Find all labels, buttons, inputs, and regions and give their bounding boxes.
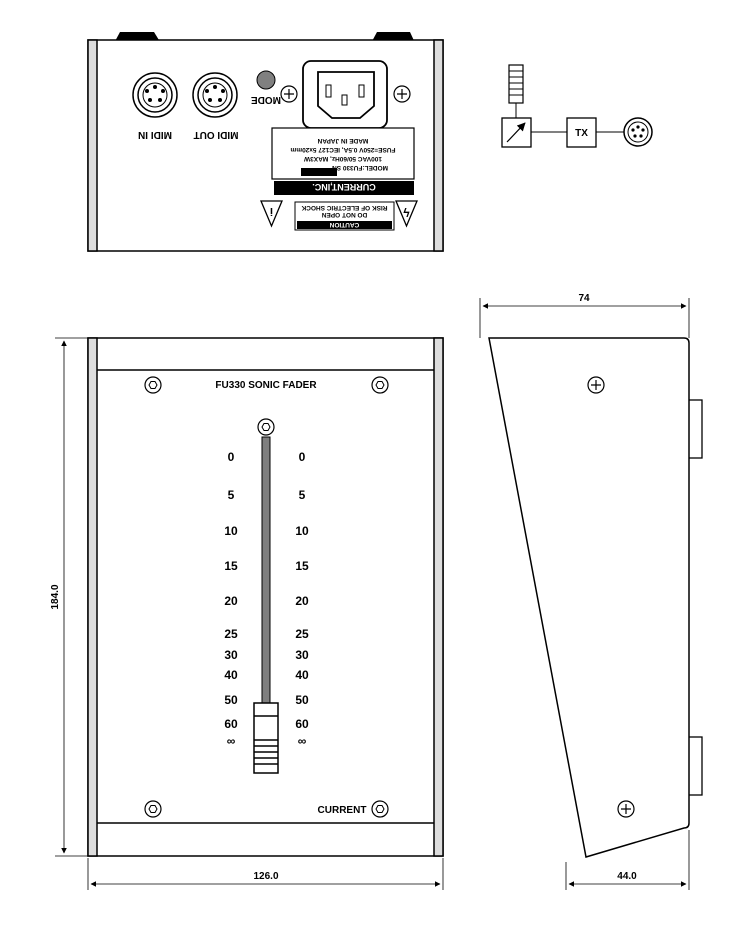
front-panel-title: FU330 SONIC FADER (215, 380, 317, 391)
brand-plate-text: CURRENT,INC. (312, 182, 376, 192)
midi-in-label: MIDI IN (138, 129, 172, 140)
rear-rail-left (87, 39, 98, 252)
fader-scale-mark: 15 (224, 559, 238, 573)
info-symbol: i (270, 205, 273, 217)
fader-scale-mark: ∞ (227, 734, 236, 748)
midi-out-label: MIDI OUT (194, 129, 239, 140)
caution-line2: DO NOT OPEN (321, 211, 367, 218)
fader-scale-mark: ∞ (298, 734, 307, 748)
tx-label: TX (575, 128, 588, 139)
fader-scale-mark: 60 (224, 717, 238, 731)
front-panel-view: FU330 SONIC FADER CURRENT 0 5 10 15 20 25 30 40… (87, 337, 444, 857)
width-dimension: 126.0 (253, 871, 278, 882)
screw-bottom-left-icon (144, 800, 162, 818)
fader-scale-mark: 5 (228, 488, 235, 502)
fader-scale-mark: 10 (295, 524, 309, 538)
fader-knob[interactable] (253, 702, 279, 774)
fader-scale-mark: 50 (295, 693, 309, 707)
block-diagram: TX (501, 64, 653, 148)
depth-bottom-dimension: 44.0 (617, 871, 637, 882)
serial-number-block (301, 168, 337, 176)
shock-symbol: ϟ (403, 205, 410, 219)
rating-plate: MADE IN JAPAN FUSE=250V 0.5A, IEC127 5x2… (271, 127, 415, 180)
fader-scale-right: 0 5 10 15 20 25 30 40 50 60 ∞ (295, 450, 309, 748)
fader-scale-mark: 40 (224, 668, 238, 682)
fader-scale-mark: 40 (295, 668, 309, 682)
variable-arrow-icon (506, 122, 526, 143)
rear-panel-view: MIDI IN MIDI OUT MODE (87, 32, 444, 252)
fader-scale-mark: 20 (295, 594, 309, 608)
fader-scale-mark: 10 (224, 524, 238, 538)
side-view (488, 337, 703, 858)
fader-scale-mark: 0 (299, 450, 306, 464)
caution-label: i RISK OF ELECTRIC SHOCK DO NOT OPEN CAU… (260, 200, 418, 231)
side-foot-bottom (687, 736, 703, 796)
screw-top-left-icon (144, 376, 162, 394)
height-dimension: 184.0 (50, 584, 61, 609)
midi-out-port (192, 72, 238, 118)
fader-scale-mark: 0 (228, 450, 235, 464)
caution-title: CAUTION (329, 221, 359, 228)
fader-scale-mark: 30 (295, 648, 309, 662)
dimension-lines: 184.0 126.0 74 44.0 (50, 293, 690, 890)
tx-box (566, 117, 597, 148)
fader-scale-mark: 5 (299, 488, 306, 502)
fader-scale-mark: 15 (295, 559, 309, 573)
brand-plate (274, 181, 414, 195)
front-rail-left (87, 337, 98, 857)
mode-button[interactable] (256, 70, 276, 90)
fader-scale-mark: 30 (224, 648, 238, 662)
fader-symbol-icon (508, 64, 524, 104)
fader-track-top-icon (257, 418, 275, 436)
fader-scale-mark: 25 (295, 627, 309, 641)
front-brand-label: CURRENT (318, 805, 367, 816)
side-screw-bottom-icon (617, 800, 635, 818)
fuse-text: FUSE=250V 0.5A, IEC127 5x20mm (290, 146, 395, 153)
midi-in-port (132, 72, 178, 118)
caution-line1: RISK OF ELECTRIC SHOCK (301, 204, 387, 211)
screw-bottom-right-icon (371, 800, 389, 818)
midi-connector-icon (623, 117, 653, 147)
depth-top-dimension: 74 (578, 293, 590, 304)
side-screw-top-icon (587, 376, 605, 394)
fader-scale-left: 0 5 10 15 20 25 30 40 50 60 ∞ (224, 450, 238, 748)
mode-label: MODE (251, 94, 281, 105)
screw-top-right-icon (371, 376, 389, 394)
front-rail-right (433, 337, 444, 857)
power-text: 100VAC 50/60Hz, MAX3W (303, 155, 382, 162)
rear-rail-right (433, 39, 444, 252)
made-in-text: MADE IN JAPAN (317, 137, 368, 144)
side-profile (488, 337, 690, 858)
fader-scale-mark: 20 (224, 594, 238, 608)
fader-scale-mark: 50 (224, 693, 238, 707)
side-foot-top (687, 399, 703, 459)
model-text: MODEL:FU330 SN (332, 164, 388, 171)
fader-scale-mark: 25 (224, 627, 238, 641)
fader-scale-mark: 60 (295, 717, 309, 731)
